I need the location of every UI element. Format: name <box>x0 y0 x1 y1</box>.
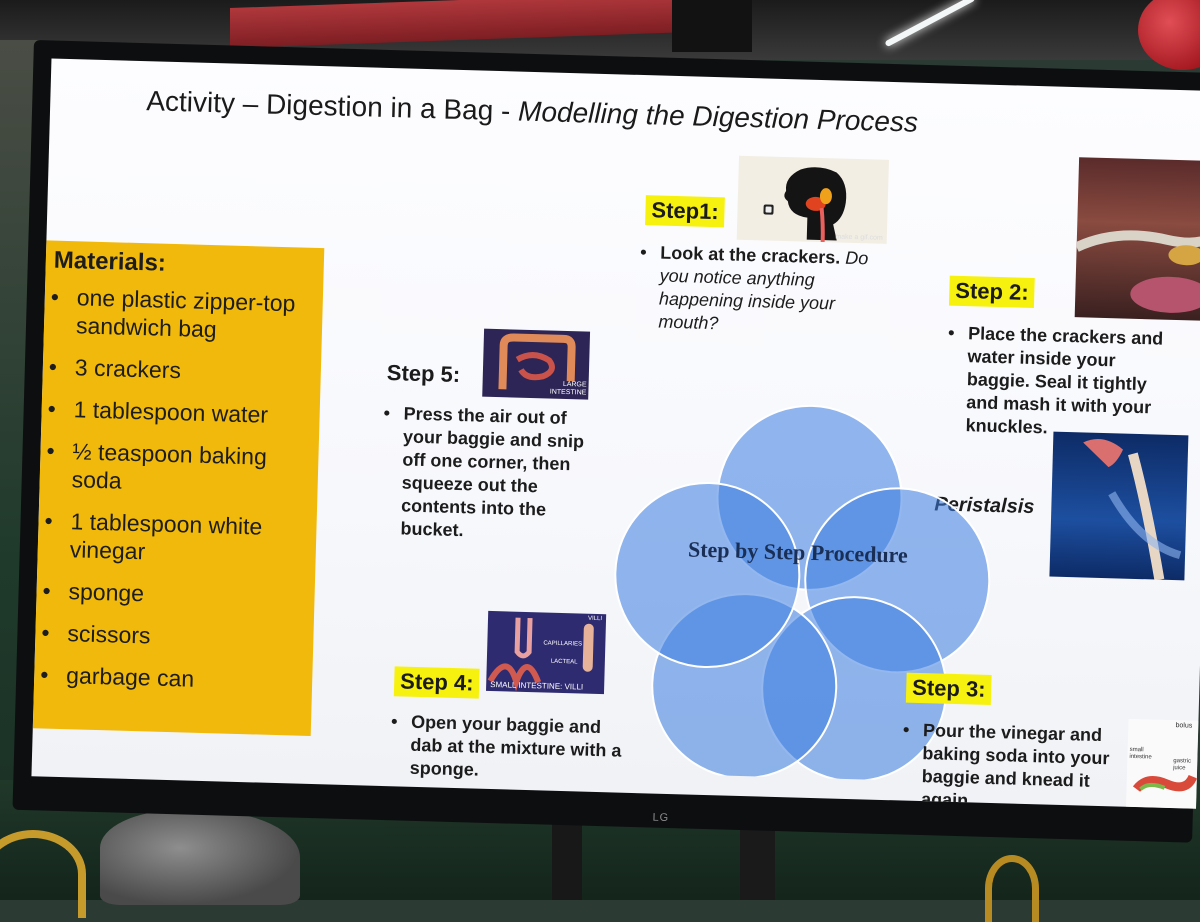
list-item: ½ teaspoon baking soda <box>45 437 318 501</box>
esophagus-image <box>1049 431 1189 581</box>
step1-text: • Look at the crackers. Do you notice an… <box>640 242 890 340</box>
image-watermark: make a gif.com <box>835 233 883 242</box>
step5-label: Step 5: <box>386 359 461 388</box>
list-item: sponge <box>42 576 315 612</box>
stomach-icon <box>1132 774 1198 793</box>
list-item: scissors <box>41 618 314 654</box>
venn-circle <box>614 482 801 669</box>
step5-text-content: Press the air out of your baggie and sni… <box>400 403 585 541</box>
chair <box>985 855 1039 922</box>
intestine-icon <box>498 333 576 390</box>
step3-text-content: Pour the vinegar and baking soda into yo… <box>920 720 1110 809</box>
materials-panel: Materials: one plastic zipper-top sandwi… <box>32 240 325 736</box>
list-item: 1 tablespoon water <box>47 395 320 431</box>
materials-heading: Materials: <box>53 246 167 277</box>
lacteal-label: LACTEAL <box>550 658 578 666</box>
head-silhouette-icon <box>763 167 847 243</box>
tv-mount <box>672 0 752 52</box>
bullet-icon: • <box>383 402 391 424</box>
slide-title-main: Activity – Digestion in a Bag - <box>145 85 519 127</box>
capillaries-label: CAPILLARIES <box>543 640 583 648</box>
stomach-image: bolus small intestine gastric juice <box>1126 718 1199 809</box>
slide: Activity – Digestion in a Bag - Modellin… <box>31 58 1200 809</box>
slide-title-italic: Modelling the Digestion Process <box>517 95 919 138</box>
tv-frame: LG Activity – Digestion in a Bag - Model… <box>12 40 1200 843</box>
bolus-label: bolus <box>1175 722 1193 730</box>
teeth-image <box>1074 157 1200 321</box>
step1-label: Step1: <box>645 195 726 228</box>
venn-diagram <box>614 404 991 783</box>
step5-text: • Press the air out of your baggie and s… <box>383 402 589 545</box>
villi-icon <box>487 617 594 692</box>
list-item: 1 tablespoon white vinegar <box>43 506 316 570</box>
bullet-icon: • <box>947 322 955 343</box>
step4-label: Step 4: <box>393 666 480 699</box>
small-intestine-image: VILLI CAPILLARIES LACTEAL SMALL INTESTIN… <box>486 610 607 695</box>
step3-text: • Pour the vinegar and baking soda into … <box>903 719 1123 809</box>
bullet-icon: • <box>390 711 398 732</box>
villi-label: VILLI <box>587 615 603 623</box>
small-intestine-diagram-label: small intestine <box>1129 746 1152 761</box>
step4-text-content: Open your baggie and dab at the mixture … <box>409 711 622 780</box>
chair <box>0 830 86 918</box>
step1-text-bold: Look at the crackers. <box>660 242 841 268</box>
list-item: 3 crackers <box>48 353 321 389</box>
esophagus-icon <box>1083 439 1182 581</box>
step3-label: Step 3: <box>905 672 993 705</box>
gastric-juice-label: gastric juice <box>1173 758 1192 772</box>
large-intestine-label: LARGE INTESTINE <box>549 380 587 397</box>
step4-text: • Open your baggie and dab at the mixtur… <box>391 711 631 786</box>
tv-brand-logo: LG <box>652 811 670 825</box>
materials-list: one plastic zipper-top sandwich bag 3 cr… <box>40 283 324 710</box>
slide-title: Activity – Digestion in a Bag - Modellin… <box>146 85 919 139</box>
plastic-bag <box>100 810 300 905</box>
bullet-icon: • <box>902 719 910 740</box>
step2-label: Step 2: <box>948 275 1036 309</box>
mouth-image: make a gif.com <box>736 155 889 244</box>
list-item: one plastic zipper-top sandwich bag <box>50 283 323 347</box>
teeth-icon <box>1074 230 1200 313</box>
list-item: garbage can <box>40 660 313 696</box>
large-intestine-image: LARGE INTESTINE <box>482 328 591 400</box>
bullet-icon: • <box>640 242 647 263</box>
